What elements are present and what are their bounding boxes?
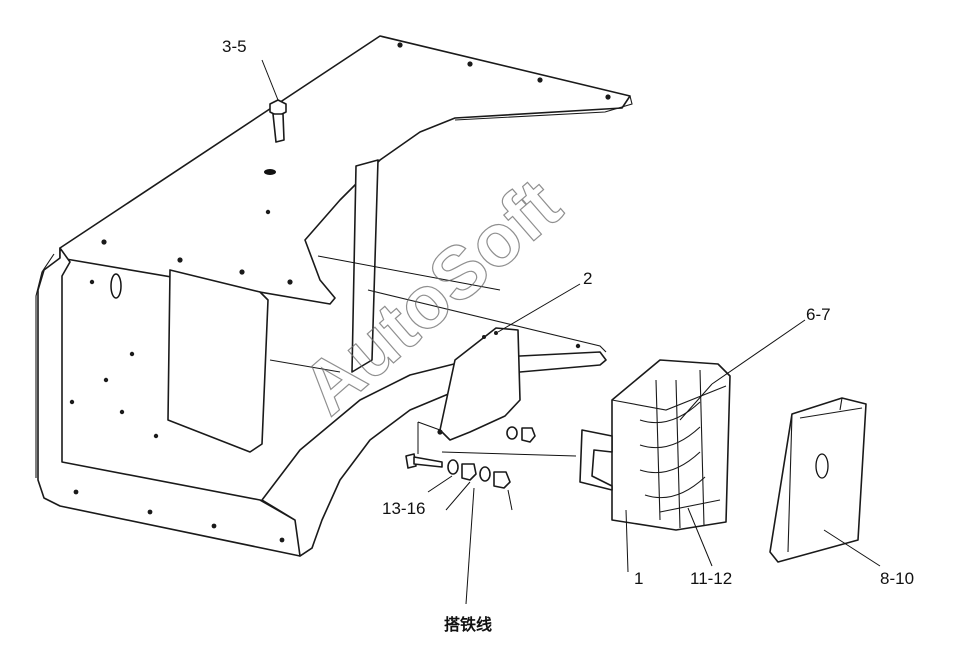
bolt-3-5: [269, 99, 287, 143]
bracket-2: [437, 327, 521, 441]
callout-1: 1: [634, 569, 643, 588]
callout-ground-wire: 搭铁线: [444, 615, 492, 634]
vertical-rib: [351, 159, 379, 373]
leader-lines: [261, 59, 881, 605]
callout-8-10: 8-10: [880, 569, 914, 588]
cover-8-10: [769, 397, 867, 563]
callout-6-7: 6-7: [806, 305, 831, 324]
callout-11-12: 11-12: [690, 569, 732, 588]
housing-1: [579, 359, 731, 531]
callout-3-5: 3-5: [222, 37, 247, 56]
callout-2: 2: [583, 269, 592, 288]
main-bracket: [35, 35, 633, 557]
callout-13-16: 13-16: [382, 499, 425, 518]
bolt-13-16: [405, 453, 511, 489]
nuts-set: [506, 426, 536, 443]
inner-web: [167, 269, 269, 453]
top-plate: [59, 35, 631, 305]
